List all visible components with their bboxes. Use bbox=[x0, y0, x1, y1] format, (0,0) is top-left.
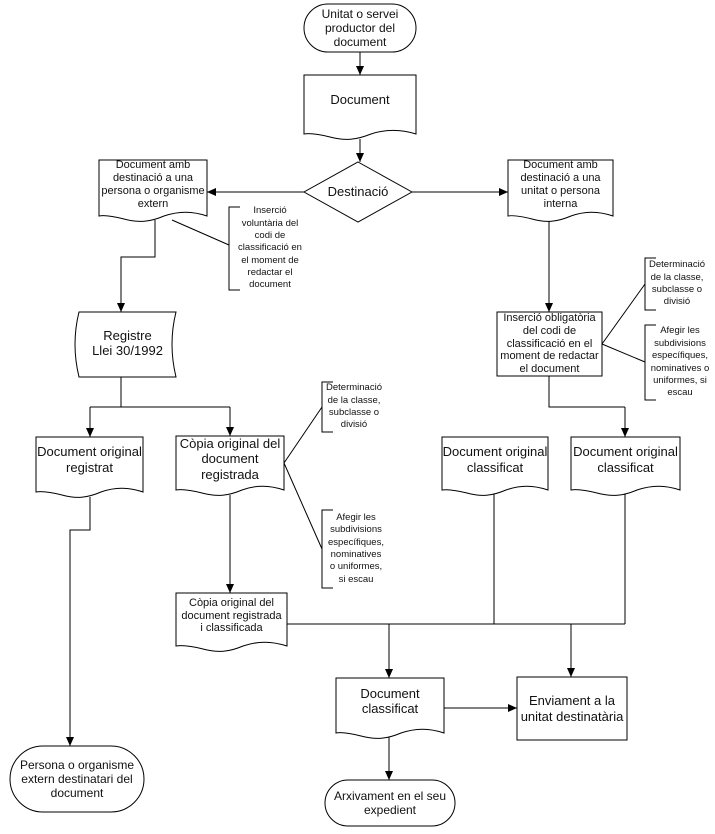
producer-label: Unitat o servei productor del document bbox=[321, 6, 399, 50]
external-recipient-label: Persona o organisme extern destinatari d… bbox=[19, 757, 135, 801]
doc-external-shape bbox=[98, 159, 208, 222]
archive-label: Arxivament en el seu expedient bbox=[333, 788, 447, 817]
note-subdiv-right-bracket bbox=[644, 324, 656, 401]
destination-decision bbox=[302, 161, 414, 223]
document-shape bbox=[303, 74, 417, 140]
note-subdiv-right: Afegir les subdivisions específiques, no… bbox=[650, 325, 710, 399]
doc-classified-label: Document classificat bbox=[360, 685, 420, 716]
copy-registered-label: Còpia original del document registrada bbox=[179, 436, 281, 482]
document-label: Document bbox=[330, 92, 390, 108]
note-voluntary-leader bbox=[171, 219, 230, 246]
doc-external-label: Document amb destinació a una persona o … bbox=[101, 159, 205, 210]
orig-registered-shape bbox=[35, 436, 144, 498]
copy-reg-classified-shape bbox=[175, 592, 288, 652]
note-class-right: Determinació de la classe, subclasse o d… bbox=[649, 259, 705, 308]
registry-label: Registre Llei 30/1992 bbox=[92, 327, 163, 358]
doc-classified-shape bbox=[335, 677, 445, 739]
copy-reg-classified-label: Còpia original del document registrada i… bbox=[181, 596, 282, 635]
orig-classified-1-label: Document original classificat bbox=[442, 444, 548, 475]
connector-merge-bus bbox=[287, 494, 626, 625]
note-mid-leaders bbox=[283, 406, 323, 550]
send-unit-box bbox=[516, 676, 628, 741]
connector-orig-registered-recipient bbox=[66, 497, 91, 746]
external-recipient-terminator bbox=[9, 745, 145, 813]
doc-internal-shape bbox=[507, 159, 614, 222]
connector-external-registry bbox=[117, 220, 156, 312]
archive-terminator bbox=[324, 779, 456, 827]
note-subdiv-mid: Afegir les subdivisions específiques, no… bbox=[328, 511, 384, 585]
connector-insert-split bbox=[548, 376, 625, 408]
note-class-mid: Determinació de la classe, subclasse o d… bbox=[326, 382, 382, 431]
orig-classified-1-shape bbox=[441, 436, 549, 496]
connector-registry-split bbox=[90, 377, 230, 408]
orig-classified-2-label: Document original classificat bbox=[573, 444, 678, 475]
note-right-leaders bbox=[601, 283, 646, 363]
orig-classified-2-shape bbox=[570, 436, 681, 496]
registry-shape bbox=[74, 311, 177, 378]
note-voluntary: Inserció voluntària del codi de classifi… bbox=[238, 205, 302, 291]
doc-internal-label: Document amb destinació a una unitat o p… bbox=[520, 159, 601, 210]
note-voluntary-bracket bbox=[228, 206, 240, 291]
copy-registered-shape bbox=[175, 435, 285, 496]
orig-registered-label: Document original registrat bbox=[37, 444, 142, 475]
destination-label: Destinació bbox=[327, 184, 389, 200]
send-unit-label: Enviament a la unitat destinatària bbox=[520, 693, 624, 724]
insert-mandatory-label: Inserció obligatòria del codi de classif… bbox=[500, 311, 599, 376]
